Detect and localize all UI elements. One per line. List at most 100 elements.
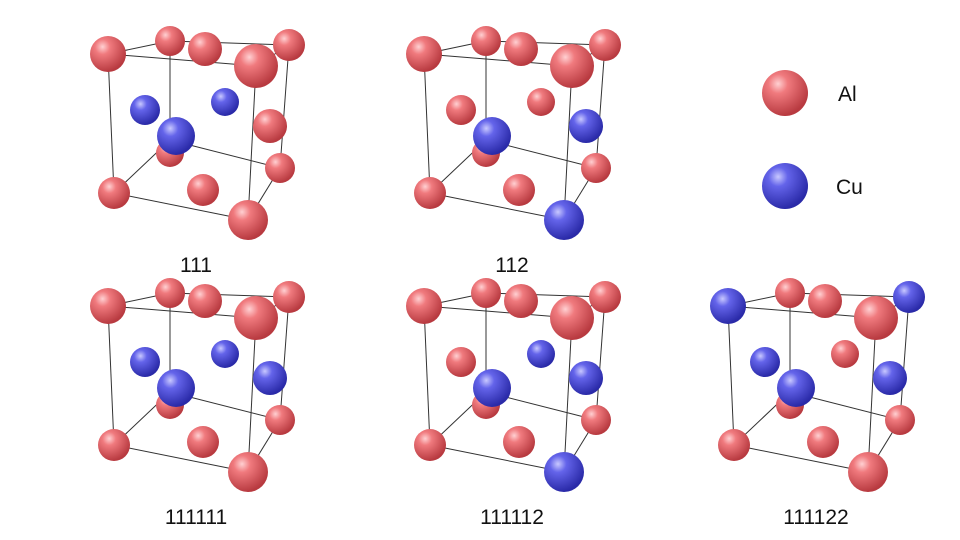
al-atom xyxy=(187,426,219,458)
cu-atom xyxy=(473,117,511,155)
al-atom xyxy=(406,36,442,72)
cell-edge xyxy=(247,317,257,473)
cell-edge xyxy=(113,444,249,473)
al-atom xyxy=(471,26,501,56)
cell-edge xyxy=(899,296,910,421)
cell-edge xyxy=(733,444,869,473)
al-atom xyxy=(98,177,130,209)
cell-edge xyxy=(429,192,565,221)
cu-atom xyxy=(157,369,195,407)
cu-atom xyxy=(130,95,160,125)
al-atom xyxy=(471,278,501,308)
cu-atom xyxy=(750,347,780,377)
cell-edge xyxy=(169,292,290,298)
cu-atom xyxy=(544,200,584,240)
legend: Al Cu xyxy=(762,70,863,209)
cu-atom xyxy=(544,452,584,492)
cu-atom xyxy=(777,369,815,407)
al-atom xyxy=(273,281,305,313)
al-atom xyxy=(504,32,538,66)
al-atom xyxy=(187,174,219,206)
cu-atom xyxy=(569,361,603,395)
al-atom xyxy=(98,429,130,461)
al-atom xyxy=(234,296,278,340)
al-atom xyxy=(414,429,446,461)
structure-label: 111111 xyxy=(165,506,227,529)
al-atom xyxy=(589,29,621,61)
structure-panel-111: 111 xyxy=(90,26,305,277)
structure-label: 111112 xyxy=(480,506,544,529)
cell-edge xyxy=(247,65,257,221)
al-atom xyxy=(581,153,611,183)
cu-atom xyxy=(569,109,603,143)
cu-atom-icon xyxy=(762,163,808,209)
cu-atom xyxy=(473,369,511,407)
al-atom xyxy=(504,284,538,318)
cell-edge xyxy=(279,296,290,421)
al-atom xyxy=(589,281,621,313)
al-atom xyxy=(718,429,750,461)
al-atom xyxy=(265,405,295,435)
structure-label: 111122 xyxy=(783,506,848,529)
al-atom xyxy=(414,177,446,209)
al-atom xyxy=(406,288,442,324)
legend-item-al: Al xyxy=(762,70,857,116)
cell-edge xyxy=(485,40,606,46)
cell-edge xyxy=(113,192,249,221)
al-atom xyxy=(90,288,126,324)
cell-edge xyxy=(563,317,573,473)
legend-label-al: Al xyxy=(838,83,857,106)
cell-edge xyxy=(595,44,606,169)
al-atom xyxy=(550,44,594,88)
structure-panel-111112: 111112 xyxy=(406,278,621,529)
cu-atom xyxy=(710,288,746,324)
cell-edge xyxy=(169,40,290,46)
al-atom xyxy=(234,44,278,88)
cell-edge xyxy=(423,53,573,67)
structure-panel-112: 112 xyxy=(406,26,621,277)
cu-atom xyxy=(893,281,925,313)
cell-edge xyxy=(429,444,565,473)
structure-label: 111 xyxy=(180,254,212,277)
al-atom xyxy=(155,26,185,56)
al-atom xyxy=(807,426,839,458)
al-atom xyxy=(253,109,287,143)
cu-atom xyxy=(211,88,239,116)
cu-atom xyxy=(253,361,287,395)
al-atom xyxy=(90,36,126,72)
cell-edge xyxy=(485,292,606,298)
al-atom xyxy=(848,452,888,492)
al-atom xyxy=(550,296,594,340)
cu-atom xyxy=(157,117,195,155)
al-atom xyxy=(273,29,305,61)
al-atom xyxy=(228,200,268,240)
al-atom xyxy=(831,340,859,368)
cu-atom xyxy=(211,340,239,368)
cu-atom xyxy=(130,347,160,377)
al-atom xyxy=(775,278,805,308)
cu-atom xyxy=(873,361,907,395)
cell-edge xyxy=(107,53,257,67)
cell-edge xyxy=(423,305,431,446)
al-atom xyxy=(188,32,222,66)
al-atom xyxy=(808,284,842,318)
cell-edge xyxy=(789,292,910,298)
cell-edge xyxy=(727,305,877,319)
al-atom xyxy=(885,405,915,435)
legend-label-cu: Cu xyxy=(836,176,863,199)
cell-edge xyxy=(107,305,115,446)
al-atom xyxy=(503,426,535,458)
cu-atom xyxy=(527,340,555,368)
al-atom xyxy=(581,405,611,435)
structure-label: 112 xyxy=(495,254,528,277)
legend-item-cu: Cu xyxy=(762,163,863,209)
cell-edge xyxy=(423,53,431,194)
cell-edge xyxy=(563,65,573,221)
al-atom xyxy=(188,284,222,318)
structure-panel-111111: 111111 xyxy=(90,278,305,529)
cell-edge xyxy=(727,305,735,446)
al-atom-icon xyxy=(762,70,808,116)
al-atom xyxy=(446,347,476,377)
structure-panel-111122: 111122 xyxy=(710,278,925,529)
